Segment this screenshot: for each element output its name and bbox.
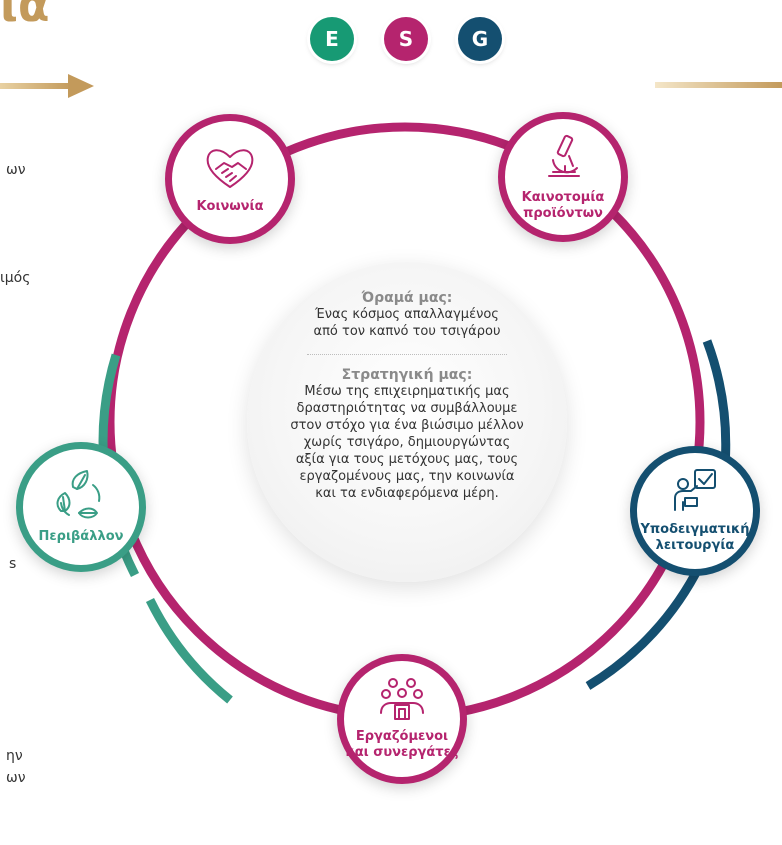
esg-letter: G [471, 27, 489, 51]
label-line: Εργαζόμενοι [355, 729, 449, 744]
strategy-line: εργαζομένους μας, την κοινωνία [299, 469, 515, 484]
node-exemplary-operations-label: Υποδειγματική λειτουργία [640, 522, 749, 554]
left-text-fragment: ων [6, 770, 26, 786]
node-product-innovation: Καινοτομία προϊόντων [498, 112, 628, 242]
esg-badge-g: G [458, 17, 502, 61]
strategy-line: χωρίς τσιγάρο, δημιουργώντας [303, 435, 511, 450]
strategy-line: στον στόχο για ένα βιώσιμο μέλλον [290, 418, 524, 433]
esg-badge-s: S [384, 17, 428, 61]
node-employees-partners-label: Εργαζόμενοι και συνεργάτες [345, 729, 458, 761]
strategy-line: και τα ενδιαφερόμενα μέρη. [315, 486, 499, 501]
strategy-heading: Στρατηγική μας: [341, 367, 473, 383]
label-line: και συνεργάτες [345, 745, 459, 760]
ring-teal-arc [145, 598, 233, 704]
esg-letter: E [325, 27, 339, 51]
esg-letter: S [398, 27, 414, 51]
left-text-fragment: ην [6, 748, 23, 764]
label-line: Υποδειγματική [640, 522, 750, 537]
label-line: Καινοτομία [521, 190, 605, 205]
left-text-fragment: ιμός [0, 270, 31, 286]
label-line: προϊόντων [523, 206, 603, 221]
recycle-leaves-icon [53, 469, 109, 521]
node-employees-partners: Εργαζόμενοι και συνεργάτες [337, 654, 467, 784]
node-society-label: Κοινωνία [196, 199, 264, 214]
node-product-innovation-label: Καινοτομία προϊόντων [522, 190, 605, 222]
strategy-line: δραστηριότητας να συμβάλλουμε [296, 401, 518, 416]
presenter-checklist-icon [671, 468, 719, 514]
node-environment-label: Περιβάλλον [38, 529, 124, 544]
label-line: λειτουργία [655, 538, 735, 553]
strategy-line: Μέσω της επιχειρηματικής μας [304, 384, 510, 399]
node-exemplary-operations: Υποδειγματική λειτουργία [630, 446, 760, 576]
gold-arrow-bar [0, 83, 72, 89]
handshake-heart-icon [202, 143, 258, 191]
node-environment: Περιβάλλον [16, 442, 146, 572]
esg-badge-e: E [310, 17, 354, 61]
gold-arrow-head [68, 74, 94, 98]
team-group-icon [377, 677, 427, 721]
vision-line: από τον καπνό του τσιγάρου [313, 324, 501, 339]
strategy-line: αξία για τους μετόχους μας, τους [295, 452, 519, 467]
gold-rule-right [655, 82, 782, 88]
left-text-fragment: ων [6, 162, 26, 178]
center-divider [307, 354, 507, 355]
vision-line: Ένας κόσμος απαλλαγμένος [315, 307, 499, 322]
left-text-fragment: s [9, 556, 17, 572]
node-society: Κοινωνία [165, 114, 295, 244]
page-title-fragment: ια [0, 0, 50, 32]
center-text: Όραμά μας: Ένας κόσμος απαλλαγμένος από … [247, 290, 567, 502]
vision-heading: Όραμά μας: [361, 290, 453, 306]
center-disc [247, 262, 567, 582]
microscope-icon [539, 132, 587, 182]
ring-navy-arc [585, 562, 705, 690]
